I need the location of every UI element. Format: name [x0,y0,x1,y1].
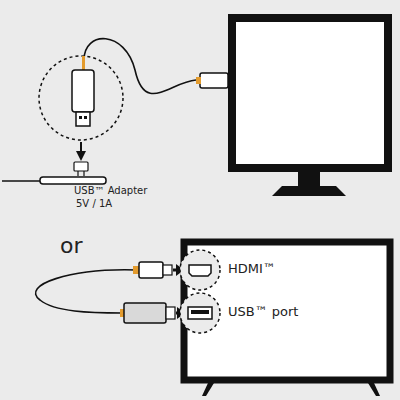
usb-dongle [120,303,175,323]
monitor [232,18,388,196]
port-label: HDMI™ [228,262,276,277]
usb-port [188,307,212,319]
port-label: USB™ port [228,305,298,320]
zoom-circle [180,250,220,290]
zoom-circle [39,56,123,140]
arrow [80,142,82,156]
hdmi-dongle [133,262,172,278]
zoom-circle [180,293,220,333]
adapter-label: USB™ Adapter [74,185,147,197]
dongle [196,73,228,88]
spec-label: 5V / 1A [76,198,112,210]
power-strip [2,177,106,184]
cable [36,270,137,313]
or-label: or [60,233,83,258]
hdmi-port [189,265,211,276]
usb-dongle [72,56,94,126]
usb-adapter [74,162,88,176]
